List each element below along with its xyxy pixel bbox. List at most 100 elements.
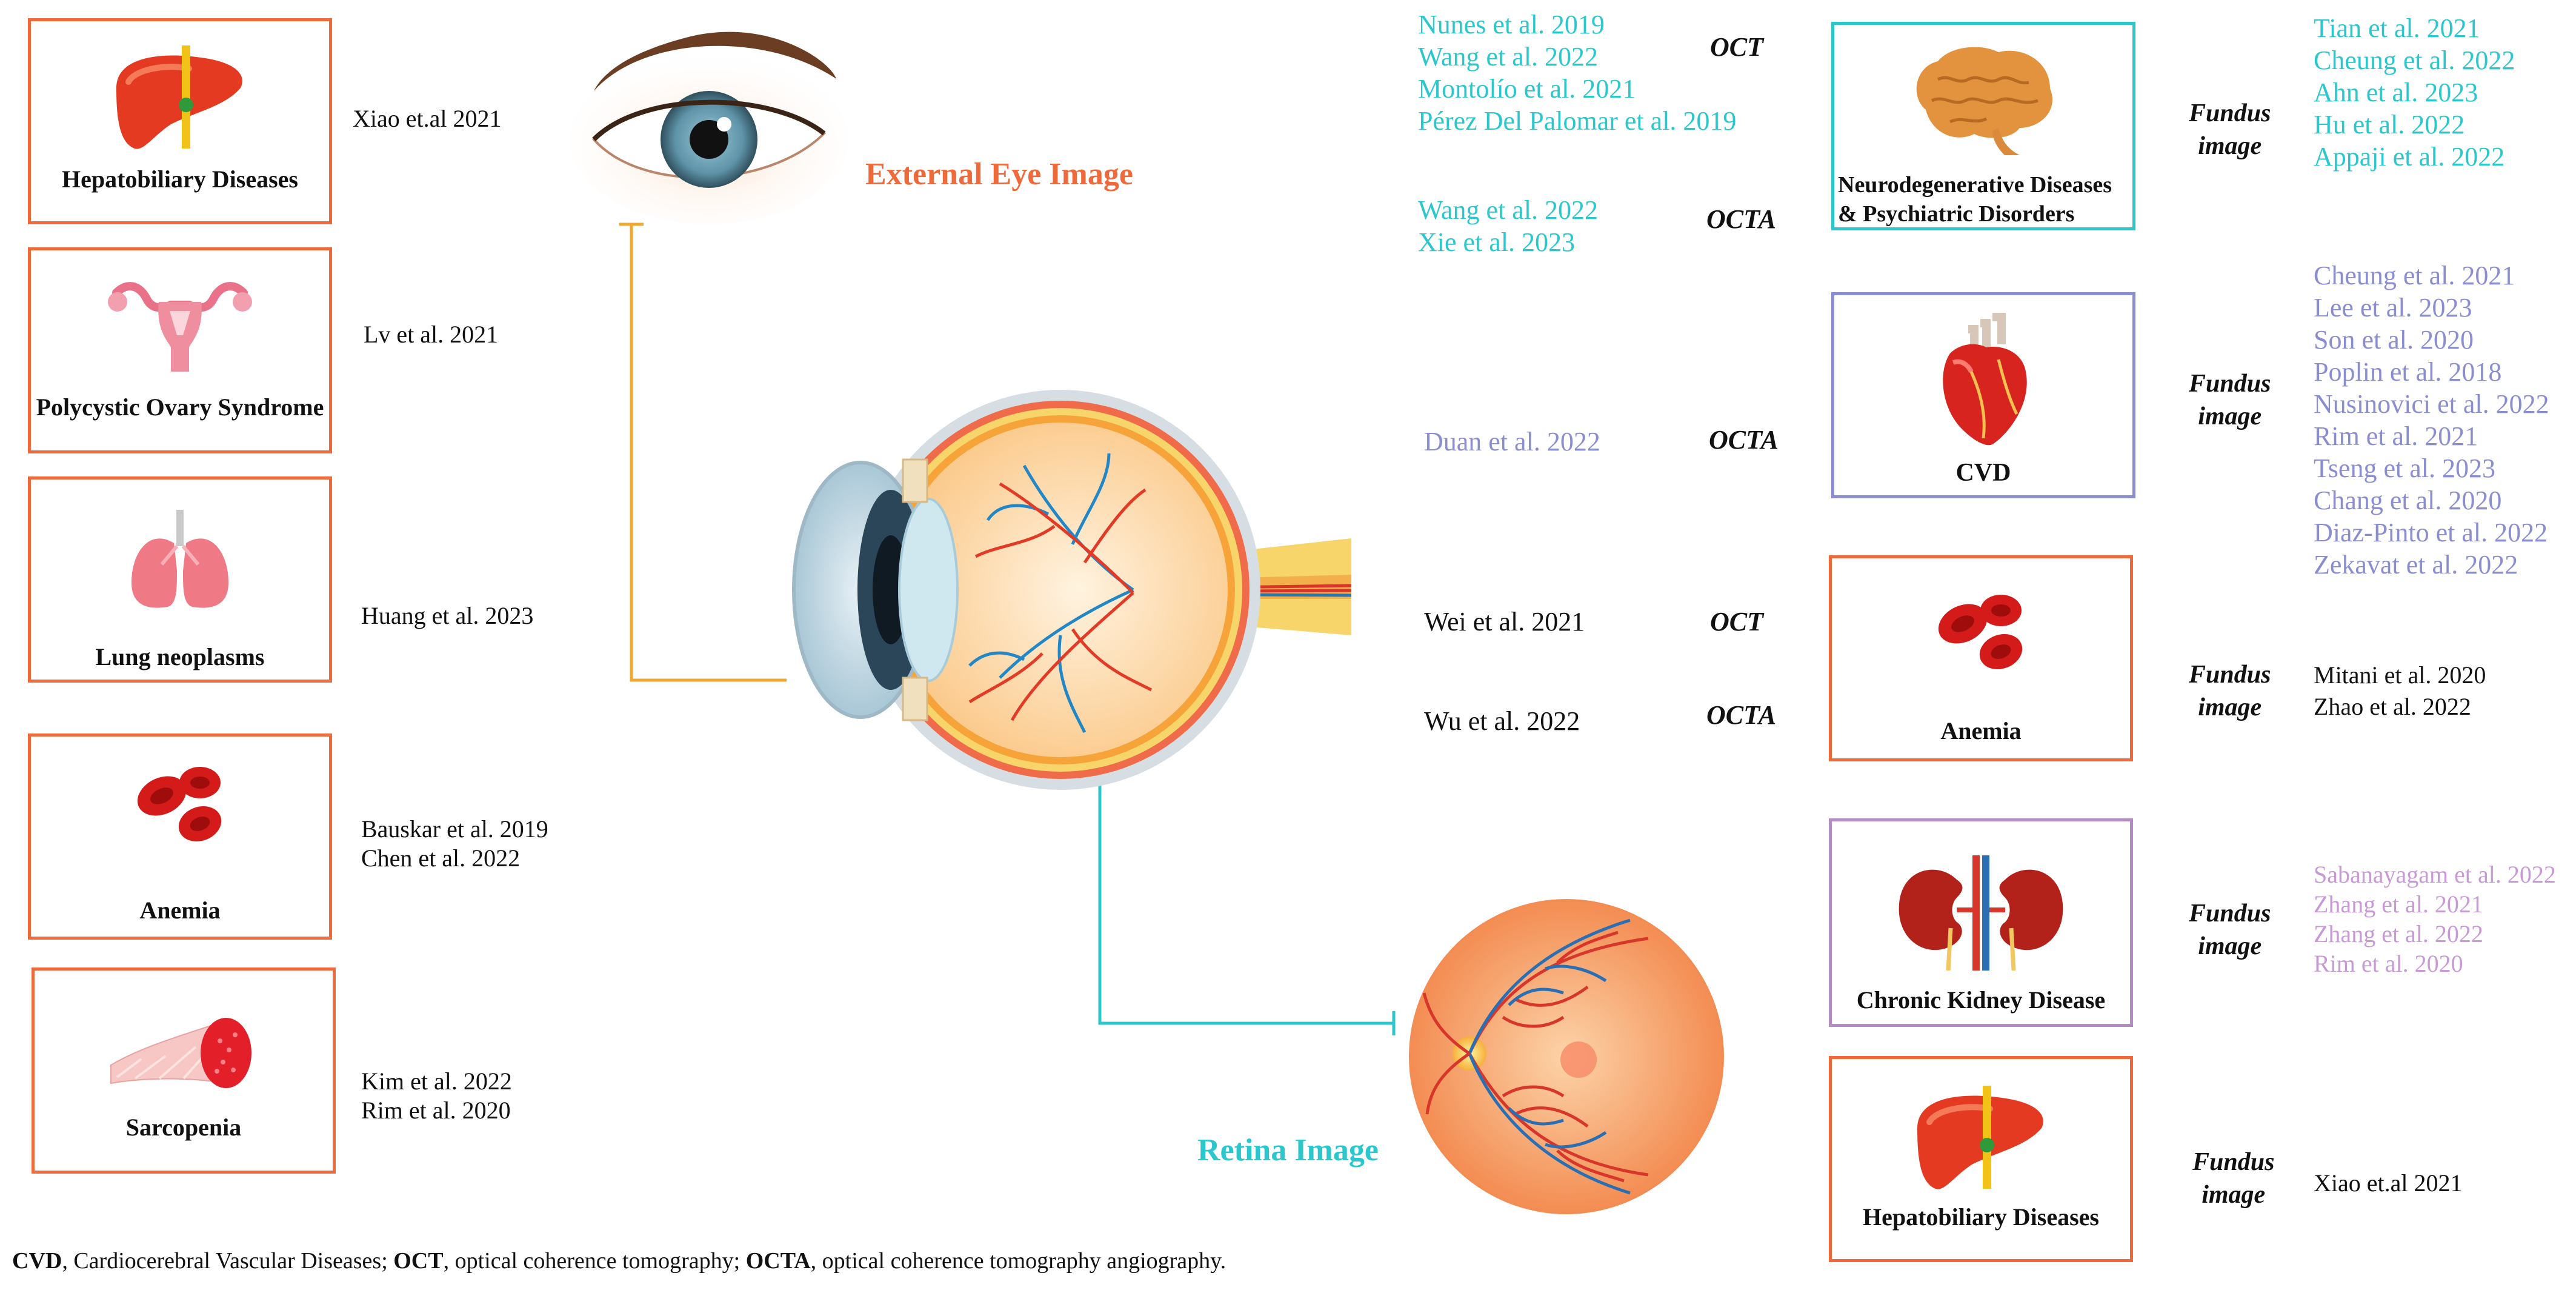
disease-box-chronic-kidney-disease: Chronic Kidney Disease bbox=[1829, 818, 2133, 1027]
disease-box-hepatobiliary-right: Hepatobiliary Diseases bbox=[1829, 1056, 2133, 1262]
modality-label: Fundus image bbox=[2189, 97, 2271, 162]
modality-label: OCT bbox=[1710, 32, 1763, 62]
modality-line2: image bbox=[2198, 693, 2262, 721]
lungs-icon bbox=[131, 510, 228, 608]
footnote-text: , optical coherence tomography; bbox=[443, 1248, 746, 1274]
retina-title: Retina Image bbox=[1197, 1133, 1379, 1168]
reference: Tian et al. 2021 bbox=[2314, 13, 2480, 43]
octa-group-2: Duan et al. 2022 bbox=[1424, 426, 1600, 458]
reference: Rim et al. 2020 bbox=[361, 1097, 511, 1124]
red-blood-cells-icon bbox=[1938, 595, 2023, 670]
disease-label: CVD bbox=[1955, 459, 2011, 487]
reference: Son et al. 2020 bbox=[2314, 325, 2474, 355]
reference-list: Cheung et al. 2021 Lee et al. 2023 Son e… bbox=[2314, 259, 2549, 581]
reference: Ahn et al. 2023 bbox=[2314, 78, 2478, 107]
reference: Zhang et al. 2021 bbox=[2314, 891, 2483, 918]
modality-label: OCTA bbox=[1706, 700, 1776, 730]
disease-box-lung-neoplasms: Lung neoplasms bbox=[28, 476, 332, 683]
reference: Wang et al. 2022 bbox=[1418, 195, 1599, 225]
reference: Sabanayagam et al. 2022 bbox=[2314, 861, 2556, 888]
modality-line2: image bbox=[2198, 932, 2262, 960]
disease-label: Lung neoplasms bbox=[95, 643, 265, 670]
reference: Lee et al. 2023 bbox=[2314, 293, 2472, 322]
reference: Duan et al. 2022 bbox=[1424, 427, 1600, 456]
disease-box-cvd: CVD bbox=[1831, 292, 2135, 498]
reference: Huang et al. 2023 bbox=[361, 602, 534, 629]
reference: Chang et al. 2020 bbox=[2314, 486, 2502, 515]
modality-line2: image bbox=[2202, 1181, 2266, 1209]
liver-icon bbox=[1917, 1086, 2043, 1189]
reference: Zhao et al. 2022 bbox=[2314, 693, 2471, 720]
modality-line2: image bbox=[2198, 403, 2262, 430]
disease-box-anemia-left: Anemia bbox=[28, 734, 332, 940]
uterus-icon bbox=[108, 282, 252, 372]
modality-label: Fundus image bbox=[2192, 1146, 2274, 1211]
oct-group-2: Wei et al. 2021 bbox=[1424, 606, 1585, 638]
disease-label: Hepatobiliary Diseases bbox=[1863, 1203, 2099, 1231]
reference: Montolío et al. 2021 bbox=[1418, 74, 1636, 104]
modality-label: OCTA bbox=[1706, 204, 1776, 234]
liver-icon bbox=[116, 45, 242, 149]
disease-box-neurodegenerative: Neurodegenerative Diseases & Psychiatric… bbox=[1831, 22, 2135, 230]
reference: Xiao et.al 2021 bbox=[2314, 1169, 2463, 1197]
reference: Rim et al. 2020 bbox=[2314, 950, 2463, 977]
modality-label: Fundus image bbox=[2189, 897, 2271, 963]
brain-icon bbox=[1916, 47, 2052, 155]
reference: Mitani et al. 2020 bbox=[2314, 661, 2486, 689]
octa-group-1: Wang et al. 2022 Xie et al. 2023 bbox=[1418, 194, 1598, 258]
disease-label-line1: Neurodegenerative Diseases bbox=[1838, 172, 2112, 198]
disease-label: Polycystic Ovary Syndrome bbox=[36, 393, 324, 421]
kidneys-icon bbox=[1899, 855, 2063, 971]
footnote-text: , Cardiocerebral Vascular Diseases; bbox=[62, 1248, 394, 1274]
reference: Cheung et al. 2022 bbox=[2314, 45, 2515, 75]
reference-list: Sabanayagam et al. 2022 Zhang et al. 202… bbox=[2314, 860, 2556, 978]
retina-fundus-illustration bbox=[1409, 899, 1724, 1214]
heart-icon bbox=[1943, 313, 2027, 446]
reference: Xie et al. 2023 bbox=[1418, 227, 1576, 257]
disease-box-pcos: Polycystic Ovary Syndrome bbox=[28, 247, 332, 453]
reference: Tseng et al. 2023 bbox=[2314, 453, 2495, 483]
modality-line1: Fundus bbox=[2189, 370, 2271, 398]
reference: Zhang et al. 2022 bbox=[2314, 920, 2483, 947]
modality-label: Fundus image bbox=[2189, 658, 2271, 724]
reference-list: Xiao et.al 2021 bbox=[2314, 1168, 2463, 1199]
modality-line1: Fundus bbox=[2192, 1148, 2275, 1176]
reference: Zekavat et al. 2022 bbox=[2314, 550, 2518, 580]
footnote-abbrev: OCTA bbox=[745, 1248, 811, 1274]
disease-label: Chronic Kidney Disease bbox=[1856, 986, 2106, 1014]
reference-list: Mitani et al. 2020 Zhao et al. 2022 bbox=[2314, 660, 2486, 723]
footnote: CVD, Cardiocerebral Vascular Diseases; O… bbox=[12, 1248, 1226, 1274]
reference: Cheung et al. 2021 bbox=[2314, 261, 2515, 290]
disease-label: Sarcopenia bbox=[125, 1114, 242, 1141]
external-eye-title: External Eye Image bbox=[865, 157, 1133, 192]
reference: Bauskar et al. 2019 bbox=[361, 815, 548, 843]
reference: Poplin et al. 2018 bbox=[2314, 357, 2502, 387]
reference: Wang et al. 2022 bbox=[1418, 42, 1599, 72]
disease-label-line2: & Psychiatric Disorders bbox=[1838, 201, 2075, 227]
reference: Rim et al. 2021 bbox=[2314, 421, 2478, 451]
modality-line1: Fundus bbox=[2189, 900, 2271, 927]
disease-label: Anemia bbox=[1940, 717, 2022, 744]
muscle-icon bbox=[110, 1018, 251, 1088]
reference: Diaz-Pinto et al. 2022 bbox=[2314, 518, 2548, 547]
reference: Xiao et.al 2021 bbox=[353, 105, 502, 132]
external-eye-illustration bbox=[570, 32, 848, 224]
reference: Nunes et al. 2019 bbox=[1418, 10, 1605, 39]
footnote-abbrev: CVD bbox=[12, 1248, 62, 1274]
modality-line1: Fundus bbox=[2189, 99, 2271, 127]
reference-list: Tian et al. 2021 Cheung et al. 2022 Ahn … bbox=[2314, 12, 2515, 173]
disease-label: Neurodegenerative Diseases & Psychiatric… bbox=[1838, 170, 2132, 229]
modality-label: Fundus image bbox=[2189, 367, 2271, 433]
reference: Wei et al. 2021 bbox=[1424, 607, 1585, 637]
reference: Chen et al. 2022 bbox=[361, 844, 521, 872]
disease-label: Anemia bbox=[139, 897, 221, 924]
reference: Hu et al. 2022 bbox=[2314, 110, 2465, 139]
reference: Wu et al. 2022 bbox=[1424, 706, 1580, 736]
disease-box-anemia-right: Anemia bbox=[1829, 555, 2133, 761]
disease-box-sarcopenia: Sarcopenia bbox=[32, 968, 336, 1174]
modality-line2: image bbox=[2198, 132, 2262, 160]
eyeball-cross-section bbox=[792, 390, 1352, 790]
modality-line1: Fundus bbox=[2189, 661, 2271, 689]
reference: Pérez Del Palomar et al. 2019 bbox=[1418, 106, 1737, 136]
